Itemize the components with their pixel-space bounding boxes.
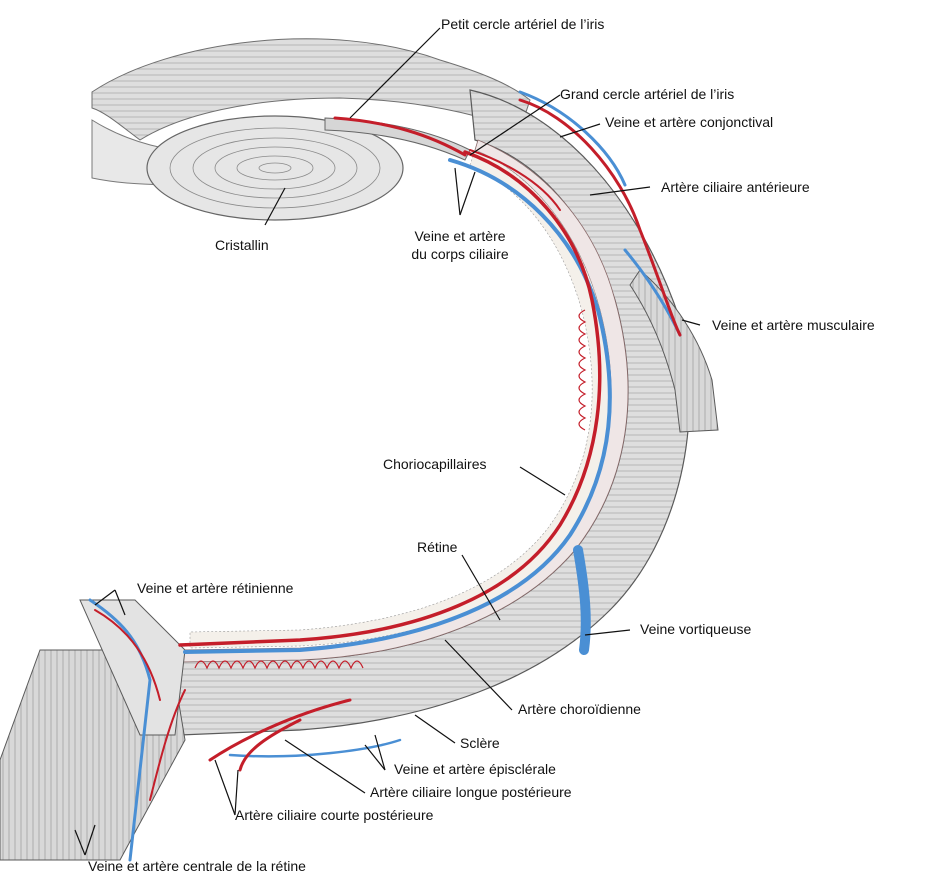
label-retinienne: Veine et artère rétinienne [137, 580, 293, 597]
label-petit-cercle: Petit cercle artériel de l’iris [441, 16, 604, 33]
label-choriocapillaires: Choriocapillaires [383, 456, 487, 473]
label-cristallin: Cristallin [215, 237, 269, 254]
label-sclere: Sclère [460, 735, 500, 752]
label-musculaire: Veine et artère musculaire [712, 317, 875, 334]
label-ciliaire-anterieure: Artère ciliaire antérieure [661, 179, 810, 196]
label-centrale-retine: Veine et artère centrale de la rétine [88, 858, 306, 875]
label-corps-ciliaire-1: Veine et artère [390, 228, 530, 245]
label-retine: Rétine [417, 539, 457, 556]
label-choroidienne: Artère choroïdienne [518, 701, 641, 718]
label-episclerale: Veine et artère épisclérale [394, 761, 556, 778]
label-ciliaire-longue: Artère ciliaire longue postérieure [370, 784, 572, 801]
label-vortiqueuse: Veine vortiqueuse [640, 621, 751, 638]
label-ciliaire-courte: Artère ciliaire courte postérieure [235, 807, 433, 824]
label-corps-ciliaire-2: du corps ciliaire [390, 246, 530, 263]
label-veine-conjonctival: Veine et artère conjonctival [605, 114, 773, 131]
label-grand-cercle: Grand cercle artériel de l’iris [560, 86, 734, 103]
